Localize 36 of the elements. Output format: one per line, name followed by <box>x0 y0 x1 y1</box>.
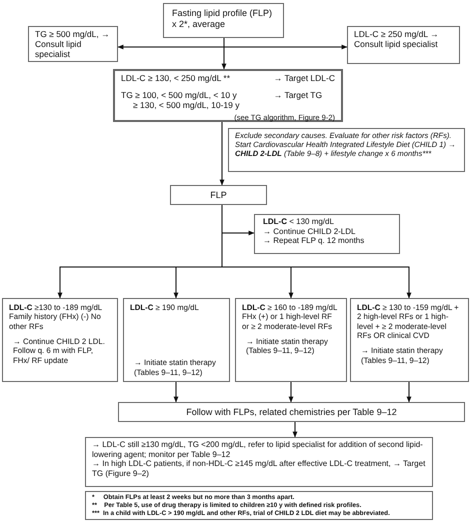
node-text: Fasting lipid profile (FLP) x 2*, average <box>172 8 274 30</box>
criterion-text: TG ≥ 100, < 500 mg/dL, < 10 y <box>121 90 238 100</box>
criterion-text: ≥ 130, < 500 mg/dL, 10-19 y <box>132 100 240 111</box>
node-text: Follow with FLPs, related chemistries per Table 9–12 <box>185 406 398 418</box>
arrow <box>406 382 412 403</box>
arrow <box>292 422 298 438</box>
process-box <box>28 26 118 62</box>
note-text: → Continue CHILD 2-LDL <box>263 226 356 236</box>
arrow <box>288 382 294 403</box>
process-box <box>347 26 460 64</box>
process-box <box>163 3 284 38</box>
process-box <box>235 298 347 382</box>
node-text: LDL-C ≥ 250 mg/dL → Consult lipid specialist <box>354 29 440 50</box>
arrow <box>222 204 412 299</box>
note-text: → Repeat FLP q. 12 months <box>263 236 366 246</box>
process-box <box>170 185 267 205</box>
result-text: → Target TG <box>274 90 324 100</box>
result-text: → Target LDL-C <box>274 73 335 84</box>
process-box <box>85 437 433 487</box>
process-box <box>228 128 465 172</box>
process-box <box>2 298 118 382</box>
arrow <box>222 38 226 70</box>
note-text: → In high LDL-C patients, if non-HDL-C ≥145 mg/dL after effective LDL-C treatment, → Target TG (Figure 9–2) <box>92 459 426 478</box>
node-text: LDL-C < 130 mg/dL <box>263 217 335 227</box>
process-box <box>118 402 465 422</box>
footnote-box <box>85 491 433 520</box>
process-box <box>350 298 469 382</box>
process-box <box>113 69 343 122</box>
process-box <box>254 214 400 254</box>
node-text: TG ≥ 500 mg/dL, → Consult lipid specialist <box>35 29 111 60</box>
arrow <box>220 122 224 186</box>
node-text: FLP <box>209 190 228 200</box>
criterion-text: LDL-C ≥ 130, < 250 mg/dL ** <box>121 73 232 84</box>
node-text: → LDL-C still ≥130 mg/dL, TG <200 mg/dL, refer to lipid specialist for addition of second lipid-lowering agent; monitor per Table 9–12 <box>92 440 424 460</box>
arrow <box>174 382 178 403</box>
process-box <box>123 298 230 382</box>
